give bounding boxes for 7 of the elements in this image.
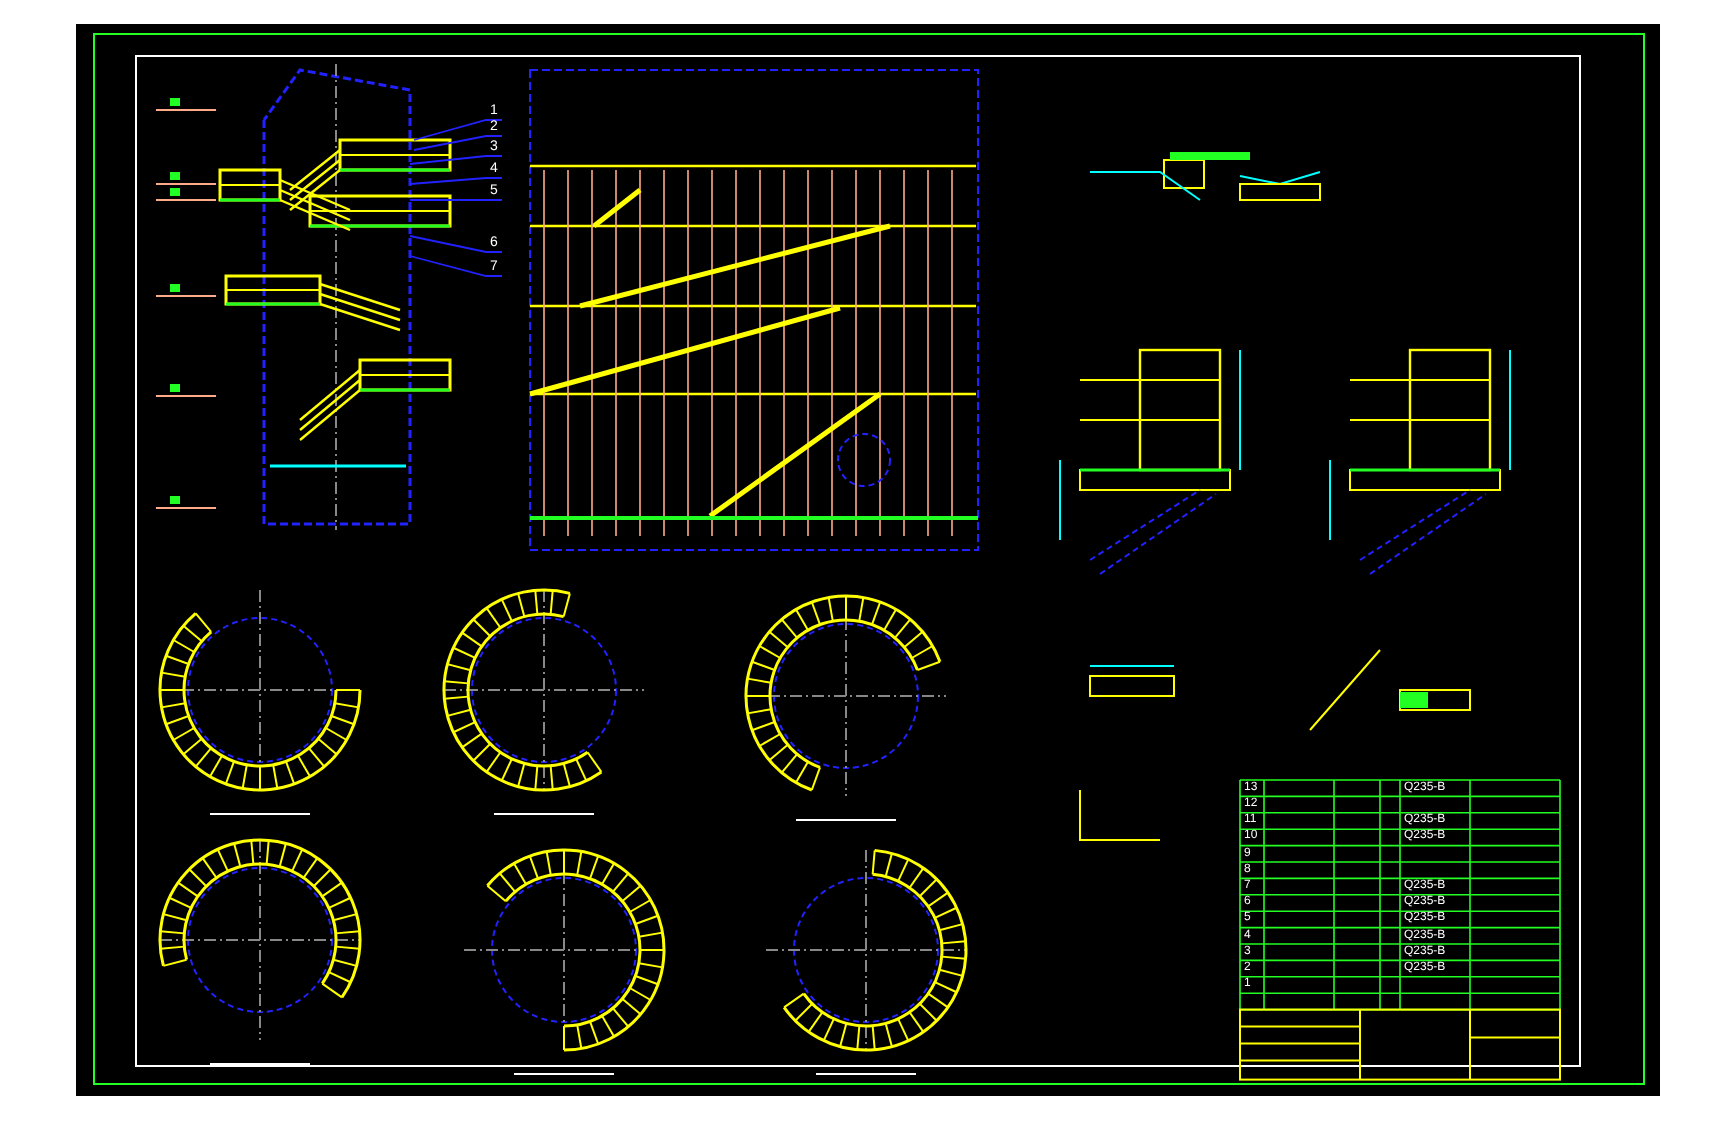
leader-line (409, 155, 503, 165)
leader-line (413, 119, 503, 141)
leader-line (409, 177, 503, 185)
leader-line (409, 235, 503, 253)
leader-line (409, 255, 503, 277)
leader-line (413, 135, 503, 151)
leader-line (409, 199, 503, 201)
